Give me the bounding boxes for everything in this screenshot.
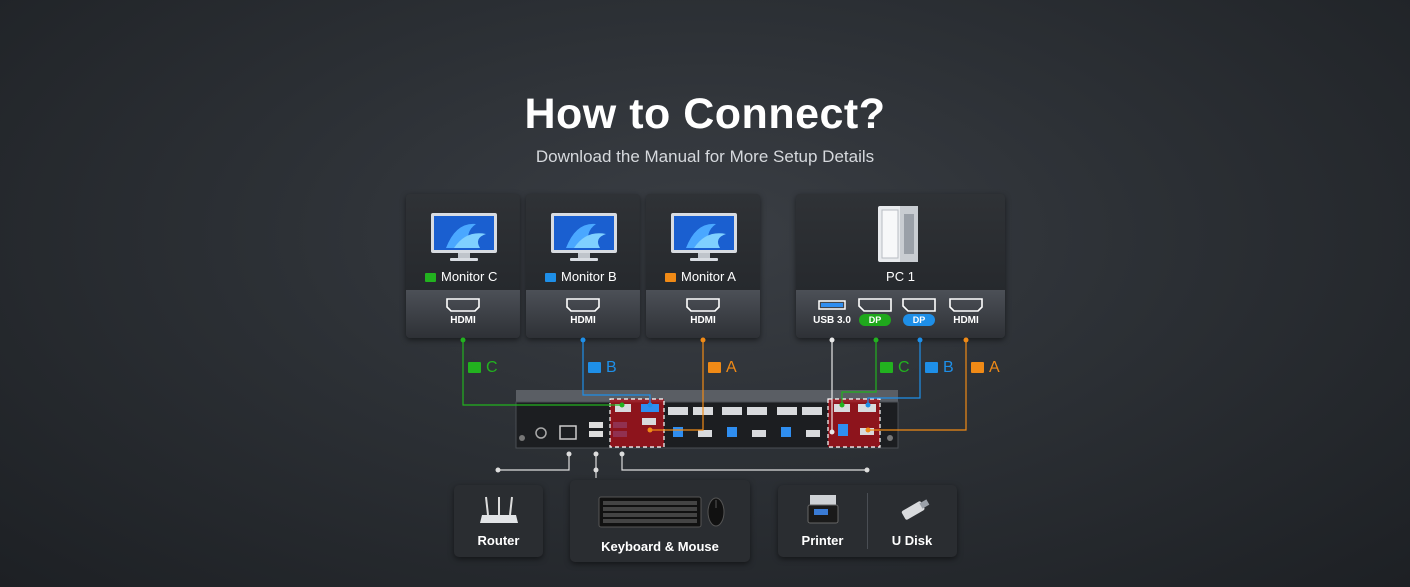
monitor-c-card: Monitor C HDMI (406, 194, 520, 338)
monitor-b-port-label: HDMI (570, 315, 596, 326)
kvm-switch (515, 390, 899, 449)
monitor-icon (971, 362, 984, 374)
monitor-b-label: Monitor B (545, 269, 617, 284)
pc-port-hdmi-label: HDMI (953, 315, 979, 326)
connection-b-label: B (588, 359, 617, 377)
monitor-icon (925, 362, 938, 374)
monitor-a-card: Monitor A HDMI (646, 194, 760, 338)
monitor-c-label: Monitor C (425, 269, 497, 284)
pc-connection-b-label: B (925, 359, 954, 377)
page-title: How to Connect? (524, 90, 886, 138)
pc-connection-a-label: A (971, 359, 1000, 377)
monitor-b-card: Monitor B HDMI (526, 194, 640, 338)
monitor-icon (425, 273, 436, 283)
usb-drive-icon (901, 499, 930, 520)
hdmi-port-icon (686, 298, 720, 312)
connection-a-label: A (708, 359, 737, 377)
connection-c-label: C (468, 359, 498, 377)
pc-port-dp-c-badge: DP (859, 314, 891, 326)
pc-connection-c-label: C (880, 359, 910, 377)
printer-udisk-card: Printer U Disk (778, 485, 957, 557)
monitor-a-label: Monitor A (665, 269, 736, 284)
hdmi-port-icon (566, 298, 600, 312)
pc-card: PC 1 USB 3.0 DP DP HDMI (796, 194, 1005, 338)
monitor-icon (665, 273, 676, 283)
printer-label: Printer (801, 533, 844, 548)
hdmi-port-icon (446, 298, 480, 312)
keyboard-mouse-label: Keyboard & Mouse (601, 539, 719, 554)
router-card: Router (454, 485, 543, 557)
hdmi-port-icon (949, 298, 983, 312)
router-icon (480, 496, 518, 523)
monitor-icon (545, 273, 556, 283)
router-label: Router (477, 533, 520, 548)
monitor-icon (708, 362, 721, 374)
keyboard-mouse-card: Keyboard & Mouse (570, 480, 750, 562)
page-subtitle: Download the Manual for More Setup Detai… (535, 147, 875, 166)
monitor-a-port-label: HDMI (690, 315, 716, 326)
monitor-icon (431, 213, 497, 261)
monitor-c-port-label: HDMI (450, 315, 476, 326)
divider (867, 493, 868, 549)
udisk-label: U Disk (891, 533, 933, 548)
keyboard-icon (598, 496, 725, 528)
printer-icon (807, 495, 839, 524)
monitor-icon (588, 362, 601, 374)
pc-label: PC 1 (886, 269, 915, 284)
dp-port-icon (858, 298, 892, 312)
monitor-icon (880, 362, 893, 374)
pc-port-dp-b-badge: DP (903, 314, 935, 326)
usb-port-icon (818, 300, 846, 310)
pc-tower-icon (878, 206, 918, 262)
monitor-icon (671, 213, 737, 261)
monitor-icon (468, 362, 481, 374)
pc-port-usb-label: USB 3.0 (813, 315, 851, 326)
dp-port-icon (902, 298, 936, 312)
monitor-icon (551, 213, 617, 261)
